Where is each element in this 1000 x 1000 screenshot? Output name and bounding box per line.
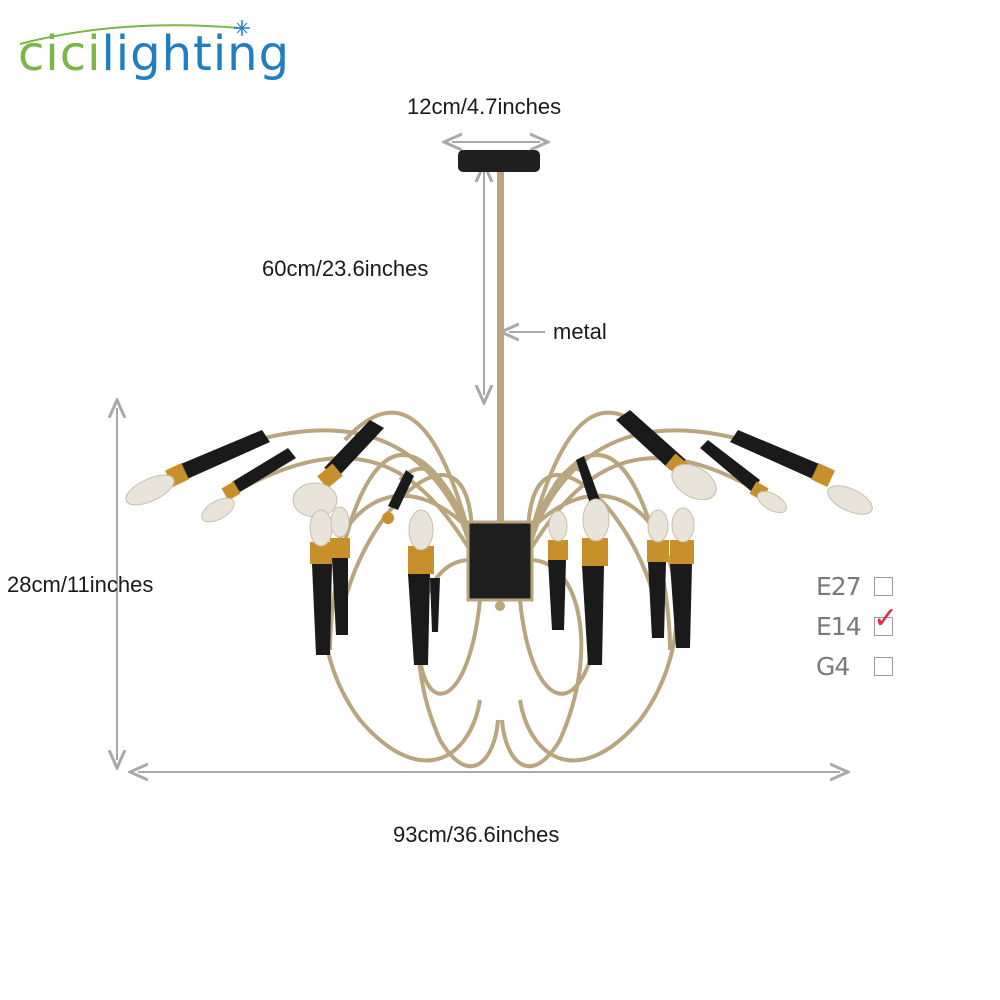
logo-part-1: cici	[18, 26, 102, 82]
ceiling-canopy	[458, 150, 540, 172]
height-label: 28cm/11inches	[7, 572, 154, 597]
bulb-type-name: E27	[816, 571, 862, 601]
bulb-type-name: G4	[816, 651, 850, 681]
bulb-type-g4: G4	[816, 646, 893, 686]
lamp-upper-right-4	[576, 456, 600, 504]
lamp-lower-right-2	[582, 498, 610, 665]
rod	[497, 172, 504, 522]
lamp-lower-left-1	[309, 509, 334, 655]
checkbox-checked-icon: ✓	[873, 603, 898, 636]
lamp-lower-right-1	[548, 510, 568, 630]
canopy-width-label: 12cm/4.7inches	[407, 94, 562, 119]
bulb-type-e14: E14 ✓	[816, 603, 898, 646]
lamp-upper-left-2	[201, 448, 296, 523]
lamp-lower-left-2	[330, 506, 350, 635]
brand-logo: cicilighting	[18, 30, 290, 78]
lamp-upper-left-1	[125, 430, 270, 506]
width-label: 93cm/36.6inches	[393, 822, 560, 847]
lamp-lower-right-4	[670, 507, 695, 648]
checkmark-icon: ✓	[873, 600, 899, 636]
bulb-type-name: E14	[816, 611, 862, 641]
lamp-upper-right-1	[730, 430, 873, 515]
lamp-upper-right-2	[700, 440, 787, 514]
lamp-upper-left-3	[292, 420, 384, 518]
hub-finial	[495, 601, 505, 611]
central-hub	[466, 520, 534, 602]
lamp-lower-right-3	[647, 509, 669, 638]
bulb-type-e27: E27	[816, 566, 893, 606]
rod-length-label: 60cm/23.6inches	[262, 256, 429, 281]
lamp-lower-left-3	[408, 509, 434, 665]
material-label: metal	[553, 319, 607, 344]
checkbox-icon	[874, 576, 893, 596]
sparkle-icon	[234, 20, 250, 36]
lamp-upper-right-3	[616, 410, 717, 501]
logo-part-2: lighting	[101, 26, 291, 82]
lamp-lower-left-4	[430, 578, 440, 632]
lamp-upper-left-4	[382, 470, 414, 524]
logo-swoosh	[19, 20, 250, 45]
checkbox-icon	[874, 656, 893, 676]
bulb-type-list: E27 E14 ✓ G4	[816, 566, 898, 686]
